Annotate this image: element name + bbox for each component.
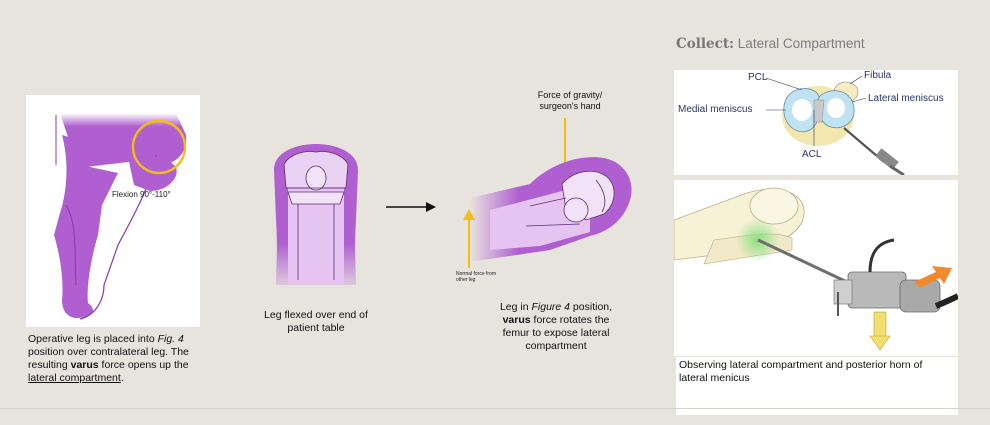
knee-highlight-circle <box>131 119 187 175</box>
normal-force-label: Normal force from other leg <box>456 271 497 283</box>
panel1-caption: Operative leg is placed into Fig. 4 posi… <box>28 333 189 384</box>
lateral-compartment-link[interactable]: lateral compartment <box>28 372 121 384</box>
arthroscope-illustration <box>673 187 960 351</box>
panel-figure4-knee <box>470 150 638 270</box>
label-acl: ACL <box>802 149 822 160</box>
leg-figure4-illustration <box>54 113 187 320</box>
rotated-knee-illustration <box>470 157 632 262</box>
panel3-caption: Leg in Figure 4 position, varus force ro… <box>499 301 613 352</box>
arthroscopy-panel <box>673 180 960 356</box>
normal-force-arrow <box>463 209 475 268</box>
label-medial-meniscus: Medial meniscus <box>678 104 753 115</box>
panel-leg-flexed-table <box>268 140 364 290</box>
flexion-label: Flexion 90°-110° <box>112 190 171 199</box>
label-fibula: Fibula <box>864 70 892 81</box>
meniscus-diagram <box>765 75 905 177</box>
meniscus-diagram-panel: PCL Fibula Medial meniscus Lateral menis… <box>674 70 958 177</box>
label-lateral-meniscus: Lateral meniscus <box>868 93 944 104</box>
flexed-knee-illustration <box>274 144 358 285</box>
collect-title: Collect: Lateral Compartment <box>676 36 865 52</box>
label-pcl: PCL <box>748 72 768 83</box>
transition-arrow <box>386 202 436 212</box>
panel-figure4-leg: Flexion 90°-110° <box>26 95 200 327</box>
footer-divider <box>0 408 990 409</box>
gravity-force-label: Force of gravity/ surgeon's hand <box>537 90 603 111</box>
panel2-caption: Leg flexed over end of patient table <box>264 309 368 334</box>
panel4-caption: Observing lateral compartment and poster… <box>676 357 958 415</box>
